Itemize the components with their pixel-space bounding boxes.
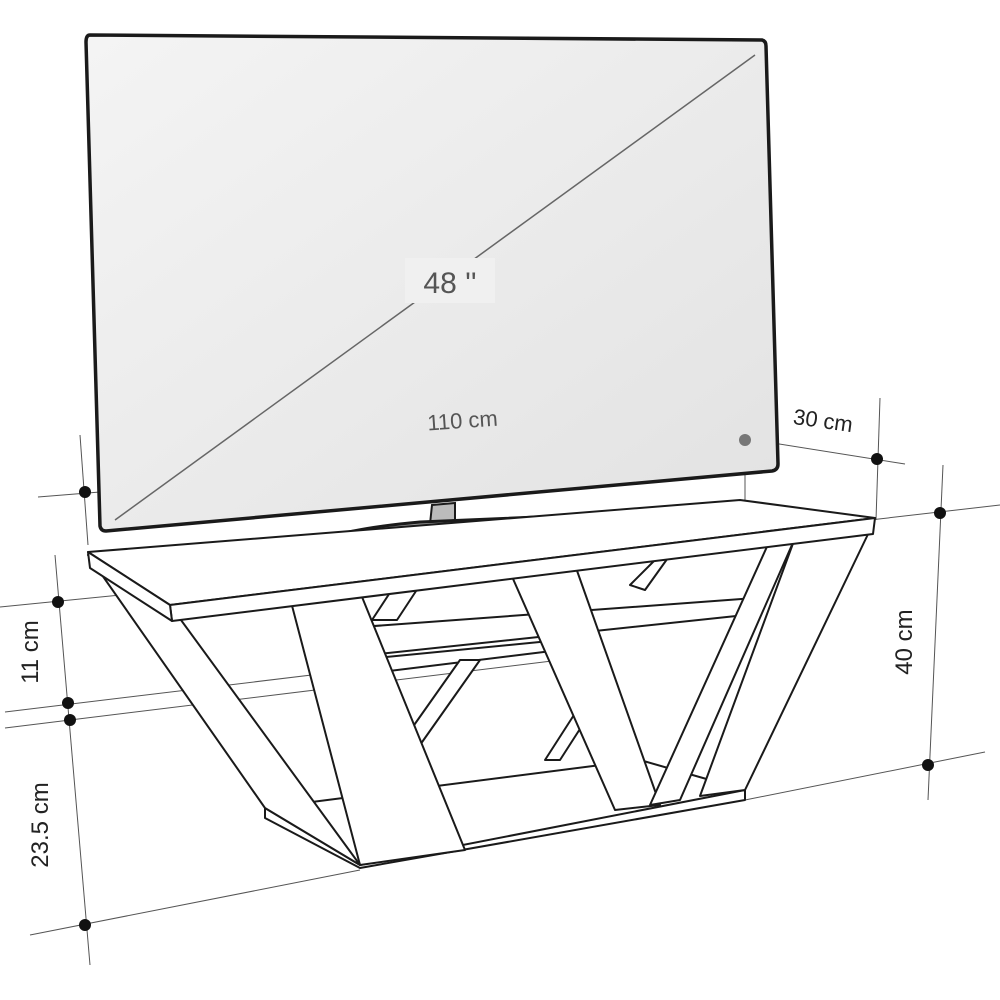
depth-end-dot xyxy=(871,453,883,465)
top-left-edge xyxy=(87,551,173,622)
base-dot xyxy=(79,919,91,931)
shelf-gap-label: 11 cm xyxy=(17,620,44,684)
width-start-dot xyxy=(79,486,91,498)
lower-height-label: 23.5 cm xyxy=(27,782,54,867)
shelf-low-extension xyxy=(4,659,561,729)
depth-label: 30 cm xyxy=(792,404,855,437)
left-height-dimension-line xyxy=(54,554,91,966)
diagonal-label-bg xyxy=(405,258,495,303)
diagonal-label: 48 '' xyxy=(423,267,476,300)
shelf-top-dot xyxy=(52,596,64,608)
height-bottom-extension xyxy=(744,751,986,801)
shelf-mid-dot xyxy=(62,697,74,709)
television: 48 '' 110 cm xyxy=(84,33,780,567)
height-top-dot xyxy=(934,507,946,519)
height-bottom-dot xyxy=(922,759,934,771)
width-end-dot xyxy=(739,434,751,446)
width-label: 110 cm xyxy=(426,406,498,436)
tv-stand xyxy=(87,499,876,869)
height-dimension-line xyxy=(927,464,944,801)
height-label: 40 cm xyxy=(891,609,918,674)
shelf-low-dot xyxy=(64,714,76,726)
dimension-dots xyxy=(52,434,946,931)
